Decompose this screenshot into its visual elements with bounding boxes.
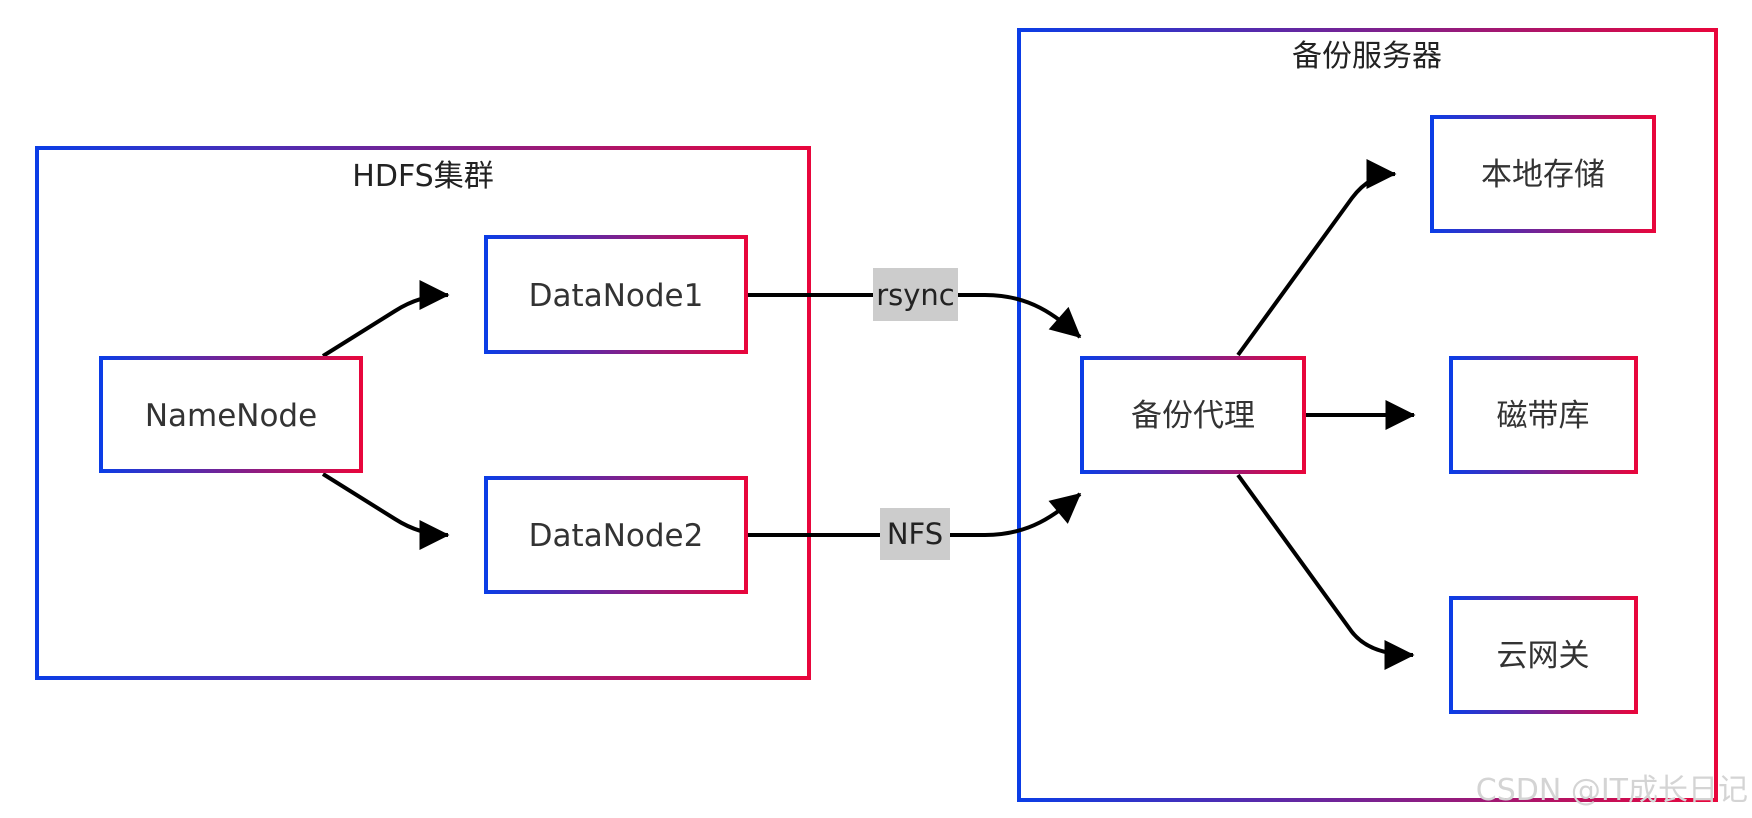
node-datanode1-box[interactable] — [484, 235, 748, 354]
hdfs-cluster: HDFS集群 — [35, 146, 811, 680]
edge-label-nfs-text: NFS — [887, 517, 943, 551]
node-cloud-gateway[interactable]: 云网关 — [1449, 596, 1638, 714]
backup-server-title: 备份服务器 — [1292, 39, 1442, 74]
node-cloud-gateway-label: 云网关 — [1497, 638, 1590, 674]
edge-agent-cloud-gateway — [1236, 473, 1415, 670]
node-namenode[interactable]: NameNode — [99, 356, 363, 473]
node-namenode-label: NameNode — [145, 398, 317, 434]
node-backup-agent[interactable]: 备份代理 — [1080, 356, 1306, 474]
edge-datanode1-agent — [747, 293, 1082, 339]
node-backup-agent-box[interactable] — [1080, 356, 1306, 474]
edge-label-rsync-background — [873, 268, 958, 321]
node-local-storage-box[interactable] — [1430, 115, 1656, 233]
node-datanode1[interactable]: DataNode1 — [484, 235, 748, 354]
node-tape-library-label: 磁带库 — [1497, 398, 1590, 434]
node-tape-library-box[interactable] — [1449, 356, 1638, 474]
node-tape-library[interactable]: 磁带库 — [1449, 356, 1638, 474]
node-backup-agent-label: 备份代理 — [1131, 398, 1255, 434]
node-datanode2-label: DataNode2 — [529, 518, 704, 554]
backup-server-cluster: 备份服务器 — [1017, 28, 1718, 802]
edge-namenode-datanode1 — [321, 280, 450, 358]
hdfs-cluster-title: HDFS集群 — [352, 159, 493, 194]
hdfs-cluster-frame — [35, 146, 811, 680]
edge-datanode2-agent — [747, 492, 1082, 537]
backup-server-frame — [1017, 28, 1718, 802]
node-datanode2[interactable]: DataNode2 — [484, 476, 748, 594]
edge-namenode-datanode2 — [321, 472, 450, 550]
node-datanode1-label: DataNode1 — [529, 278, 704, 314]
node-datanode2-box[interactable] — [484, 476, 748, 594]
node-local-storage[interactable]: 本地存储 — [1430, 115, 1656, 233]
edge-label-nfs-background — [880, 508, 950, 560]
edge-label-rsync-text: rsync — [876, 278, 955, 312]
edge-label-nfs: NFS — [880, 508, 950, 560]
node-cloud-gateway-box[interactable] — [1449, 596, 1638, 714]
node-namenode-box[interactable] — [99, 356, 363, 473]
edge-label-rsync: rsync — [873, 268, 958, 321]
edges — [321, 159, 1416, 670]
node-local-storage-label: 本地存储 — [1481, 157, 1605, 193]
edge-agent-local-storage — [1236, 159, 1397, 357]
watermark: CSDN @IT成长日记 — [1476, 773, 1748, 808]
